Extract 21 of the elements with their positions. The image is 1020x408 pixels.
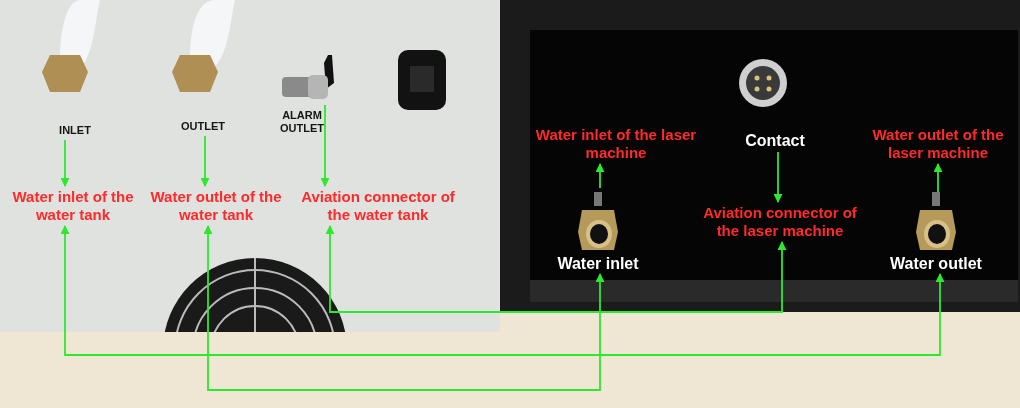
callout-label: Water inlet of the laser machine (528, 124, 704, 164)
callout-label: Aviation connector of the laser machine (700, 202, 860, 242)
arrow (200, 135, 210, 187)
arrow (933, 163, 943, 193)
callout-label: Aviation connector of the water tank (300, 186, 456, 226)
port-label: Water outlet (890, 254, 982, 274)
arrow (320, 104, 330, 187)
arrow (60, 139, 70, 187)
port-label: Contact (730, 130, 820, 152)
arrow (325, 225, 787, 313)
port-label: ALARM OUTLET (279, 109, 325, 135)
port-label: OUTLET (170, 116, 236, 136)
arrow (203, 225, 605, 391)
arrow (773, 151, 783, 203)
arrow (595, 163, 605, 189)
callout-label: Water inlet of the water tank (8, 186, 138, 226)
port-label: Water inlet (557, 254, 639, 274)
callout-label: Water outlet of the water tank (148, 186, 284, 226)
callout-label: Water outlet of the laser machine (860, 124, 1016, 164)
port-label: INLET (45, 120, 105, 140)
arrow (60, 225, 945, 356)
